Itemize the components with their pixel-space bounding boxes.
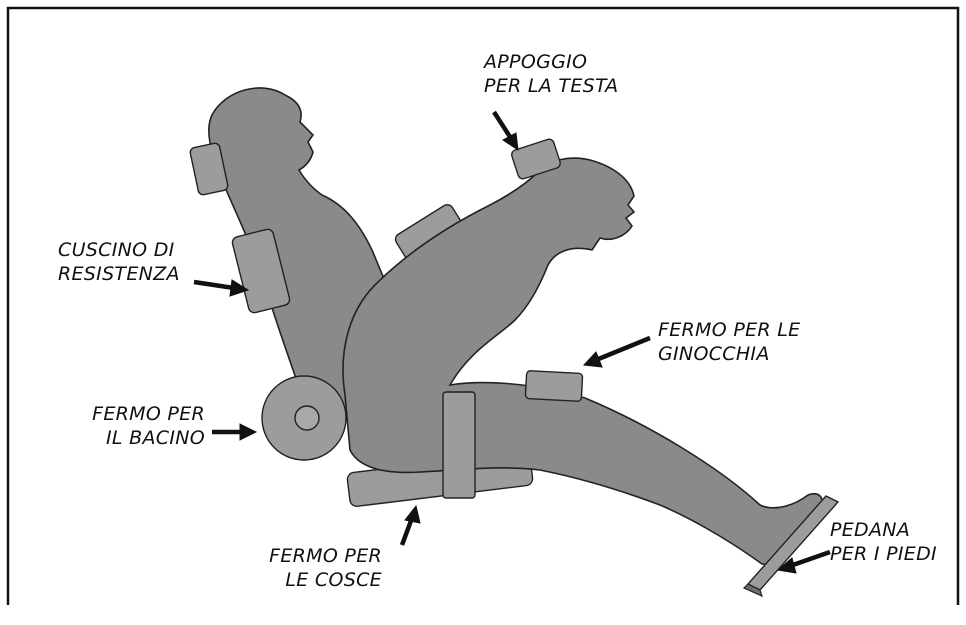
label-resistance-cushion: CUSCINO DI RESISTENZA (58, 238, 180, 286)
label-resistance-cushion-line1: CUSCINO DI (58, 238, 180, 262)
knee-stop-pad (525, 371, 582, 402)
label-foot-platform-line1: PEDANA (830, 518, 937, 542)
thigh-strap (443, 392, 475, 498)
label-thigh-stop-line1: FERMO PER (250, 544, 382, 568)
label-foot-platform: PEDANA PER I PIEDI (830, 518, 937, 566)
label-head-rest-line1: APPOGGIO (484, 50, 618, 74)
label-knee-stop: FERMO PER LE GINOCCHIA (658, 318, 800, 366)
label-head-rest: APPOGGIO PER LA TESTA (484, 50, 618, 98)
label-thigh-stop-line2: LE COSCE (250, 568, 382, 592)
diagram-shape (194, 282, 234, 288)
label-foot-platform-line2: PER I PIEDI (830, 542, 937, 566)
diagram-shape (402, 518, 412, 545)
label-thigh-stop: FERMO PER LE COSCE (250, 544, 382, 592)
diagram-shape (405, 506, 420, 523)
diagram-shape (503, 133, 518, 150)
label-pelvis-stop-line1: FERMO PER (80, 402, 205, 426)
label-head-rest-line2: PER LA TESTA (484, 74, 618, 98)
diagram-shape (584, 352, 602, 367)
pelvis-roller-hub (295, 406, 319, 430)
diagram-shape (790, 552, 830, 566)
label-knee-stop-line2: GINOCCHIA (658, 342, 800, 366)
label-pelvis-stop-line2: IL BACINO (80, 426, 205, 450)
diagram-shape (240, 424, 256, 440)
label-pelvis-stop: FERMO PER IL BACINO (80, 402, 205, 450)
diagram-shape (596, 338, 650, 360)
label-resistance-cushion-line2: RESISTENZA (58, 262, 180, 286)
diagram-shape (494, 112, 512, 140)
label-knee-stop-line1: FERMO PER LE (658, 318, 800, 342)
